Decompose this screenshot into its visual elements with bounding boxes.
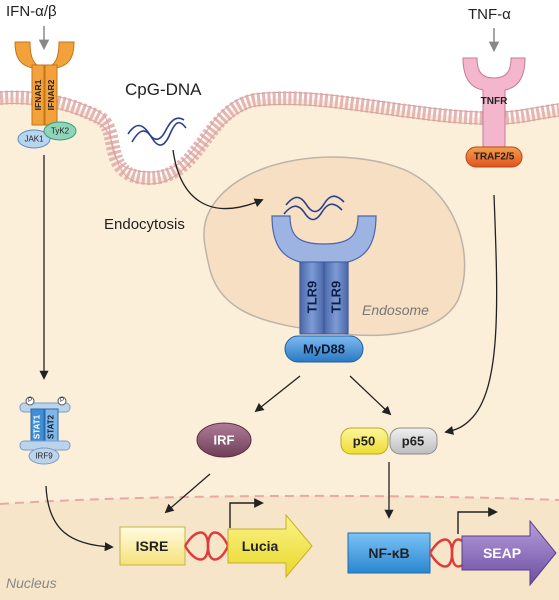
- endosome-dna-icon: [283, 195, 345, 221]
- irf-label: IRF: [213, 432, 235, 448]
- phospho-label: P: [27, 398, 33, 404]
- tlr9-label: TLR9: [328, 280, 344, 314]
- p65-box: [389, 427, 438, 455]
- irf9-label: IRF9: [35, 451, 53, 461]
- lucia-label: Lucia: [241, 538, 279, 554]
- nuclear-envelope: [0, 494, 559, 505]
- myd88-label: MyD88: [303, 341, 345, 357]
- p50-label: p50: [352, 433, 376, 449]
- myd88-box: [284, 335, 364, 363]
- jak1-label: JAK1: [24, 134, 44, 144]
- cpg-label: CpG-DNA: [125, 80, 202, 99]
- dna-loop-icon: [183, 531, 230, 561]
- tlr9-receptor: [271, 215, 377, 335]
- nfkb-box: [347, 532, 431, 574]
- p50-box: [340, 427, 389, 455]
- promoter-arrow: [229, 498, 264, 528]
- stat1-label: STAT1: [32, 414, 42, 440]
- seap-arrow: [461, 519, 557, 587]
- stat-complex: [19, 396, 71, 465]
- nucleus-label: Nucleus: [6, 575, 57, 591]
- stat2-label: STAT2: [46, 414, 56, 440]
- irf-oval: [196, 422, 252, 458]
- cpg-dna-icon: [127, 117, 187, 146]
- ifn-label: IFN-α/β: [6, 3, 57, 20]
- p65-label: p65: [401, 433, 425, 449]
- tyk2-icon: [43, 121, 77, 141]
- traf-to-p65-arrow: [444, 194, 498, 435]
- tnfr-label: TNFR: [480, 96, 508, 107]
- isre-label: ISRE: [135, 538, 169, 554]
- phospho-icon: [57, 396, 67, 406]
- irf-to-isre-arrow: [164, 473, 211, 514]
- phospho-label: P: [59, 398, 65, 404]
- ifnar2-label: IFNAR2: [46, 79, 56, 111]
- endocytosis-arrow: [172, 149, 264, 210]
- jak1-icon: [17, 129, 51, 149]
- tnfr-receptor: [462, 57, 526, 168]
- endocytosis-label: Endocytosis: [104, 216, 185, 233]
- lucia-arrow: [227, 513, 313, 579]
- promoter-arrow: [457, 507, 498, 534]
- seap-label: SEAP: [482, 545, 522, 561]
- myd88-to-irf-arrow: [254, 375, 301, 413]
- cell-membrane: [0, 90, 559, 186]
- stat-to-isre-arrow: [45, 485, 114, 552]
- nfkb-label: NF-κB: [368, 545, 410, 561]
- ifnar1-label: IFNAR1: [33, 79, 43, 111]
- phospho-icon: [25, 396, 35, 406]
- myd88-to-nfkb-arrow: [349, 375, 392, 416]
- ifnar-receptor: [14, 41, 75, 126]
- tyk2-label: TyK2: [50, 126, 70, 136]
- endosome-label: Endosome: [362, 302, 429, 318]
- traf-label: TRAF2/5: [473, 151, 515, 163]
- tnf-label: TNF-α: [468, 6, 511, 23]
- tlr9-label: TLR9: [304, 280, 320, 314]
